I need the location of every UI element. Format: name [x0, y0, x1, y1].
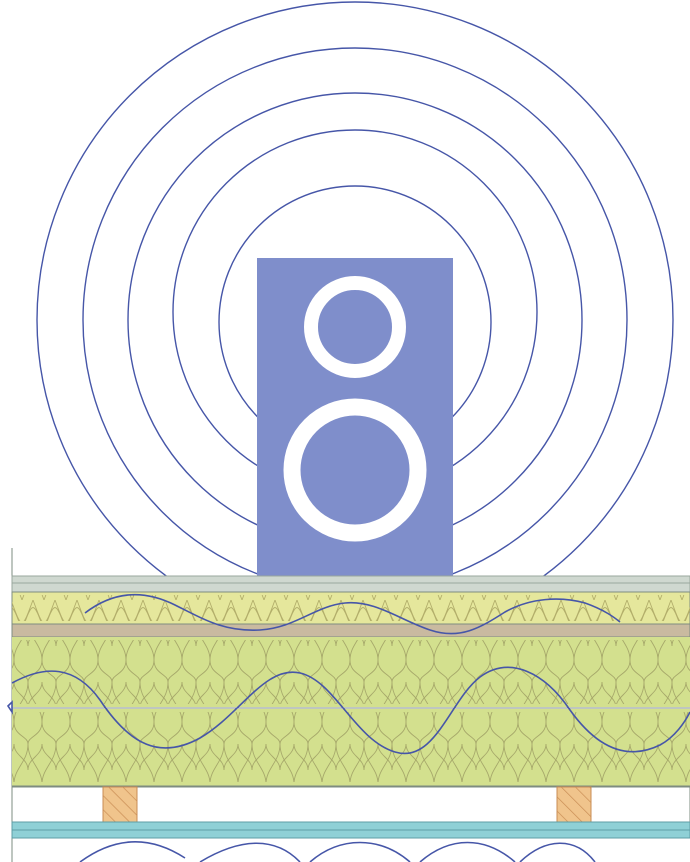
floor-construction [11, 548, 690, 862]
wood-batten-left-hatch [103, 787, 137, 822]
sound-wave-ring [82, 47, 628, 576]
soft-insulation-lower-pattern [12, 712, 690, 782]
transmitted-sound-waves [6, 593, 690, 862]
soft-insulation-upper-pattern [12, 640, 690, 704]
speaker-body [257, 258, 453, 576]
top-floor-board [11, 575, 690, 593]
left-edge-marker [6, 700, 13, 715]
dense-insulation-pattern [12, 595, 690, 621]
speaker-tweeter [304, 276, 406, 378]
sound-wave-ring [36, 1, 674, 576]
wave-in-soft-insulation [11, 666, 690, 755]
speaker-icon [257, 258, 453, 576]
sheet-layer [11, 623, 690, 638]
wave-below-ceiling [79, 840, 596, 862]
wood-batten-right-hatch [557, 787, 591, 822]
speaker-woofer [283, 398, 427, 542]
wave-in-dense-layer [84, 593, 621, 635]
